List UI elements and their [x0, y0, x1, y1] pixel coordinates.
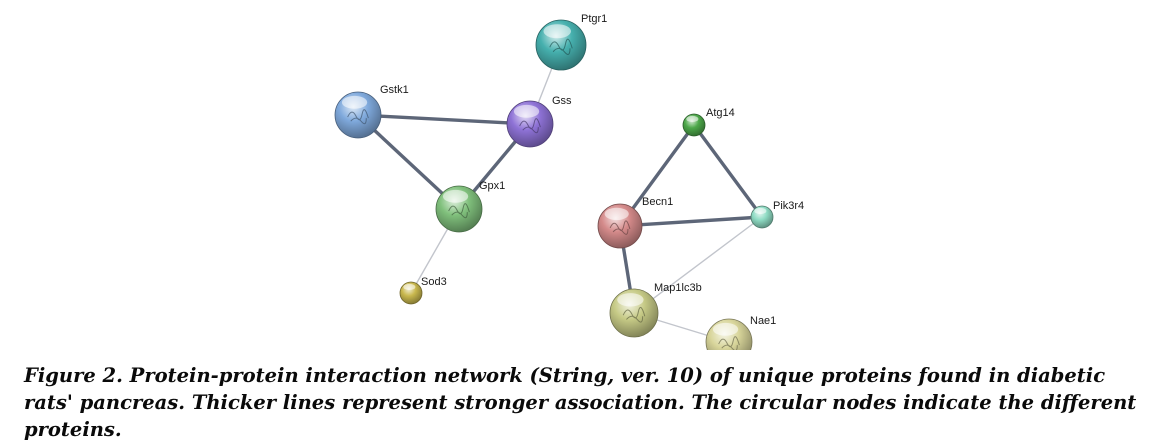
node-atg14[interactable]: Atg14: [682, 107, 735, 137]
protein-structure-icon: [549, 38, 573, 55]
protein-structure-icon: [448, 203, 470, 219]
protein-structure-icon: [519, 118, 541, 134]
node-highlight: [341, 95, 368, 109]
node-label: Sod3: [421, 276, 447, 288]
node-becn1[interactable]: Becn1: [597, 196, 673, 249]
node-label: Gpx1: [479, 180, 505, 192]
node-sod3[interactable]: Sod3: [399, 276, 447, 305]
node-pik3r4[interactable]: Pik3r4: [750, 200, 804, 229]
edge-becn1-pik3r4: [618, 215, 764, 228]
node-ptgr1[interactable]: Ptgr1: [535, 13, 607, 71]
edge-atg14-pik3r4: [692, 123, 764, 219]
protein-structure-icon: [622, 306, 646, 323]
node-label: Atg14: [706, 107, 735, 119]
edge-pik3r4-map1lc3b: [633, 216, 763, 314]
node-label: Nae1: [750, 315, 776, 327]
node-highlight: [442, 189, 469, 203]
node-gpx1[interactable]: Gpx1: [435, 180, 505, 233]
figure-caption: Figure 2. Protein-protein interaction ne…: [24, 364, 1137, 441]
node-highlight: [513, 104, 540, 118]
node-label: Map1lc3b: [654, 282, 702, 294]
node-gstk1[interactable]: Gstk1: [334, 84, 409, 139]
node-highlight: [686, 115, 699, 123]
node-label: Becn1: [642, 196, 673, 208]
node-highlight: [754, 207, 767, 215]
protein-structure-icon: [718, 336, 740, 350]
node-highlight: [543, 24, 571, 39]
node-label: Ptgr1: [581, 13, 607, 25]
node-highlight: [617, 293, 644, 307]
protein-structure-icon: [347, 109, 369, 125]
node-highlight: [403, 283, 416, 291]
protein-structure-icon: [609, 220, 631, 235]
node-nae1[interactable]: Nae1: [705, 315, 776, 350]
node-label: Gstk1: [380, 84, 409, 96]
node-map1lc3b[interactable]: Map1lc3b: [609, 282, 702, 338]
edge-gstk1-gss: [356, 113, 532, 126]
node-label: Gss: [552, 95, 572, 107]
node-highlight: [712, 322, 739, 336]
node-gss[interactable]: Gss: [506, 95, 572, 148]
node-highlight: [604, 207, 629, 221]
node-label: Pik3r4: [773, 200, 804, 212]
